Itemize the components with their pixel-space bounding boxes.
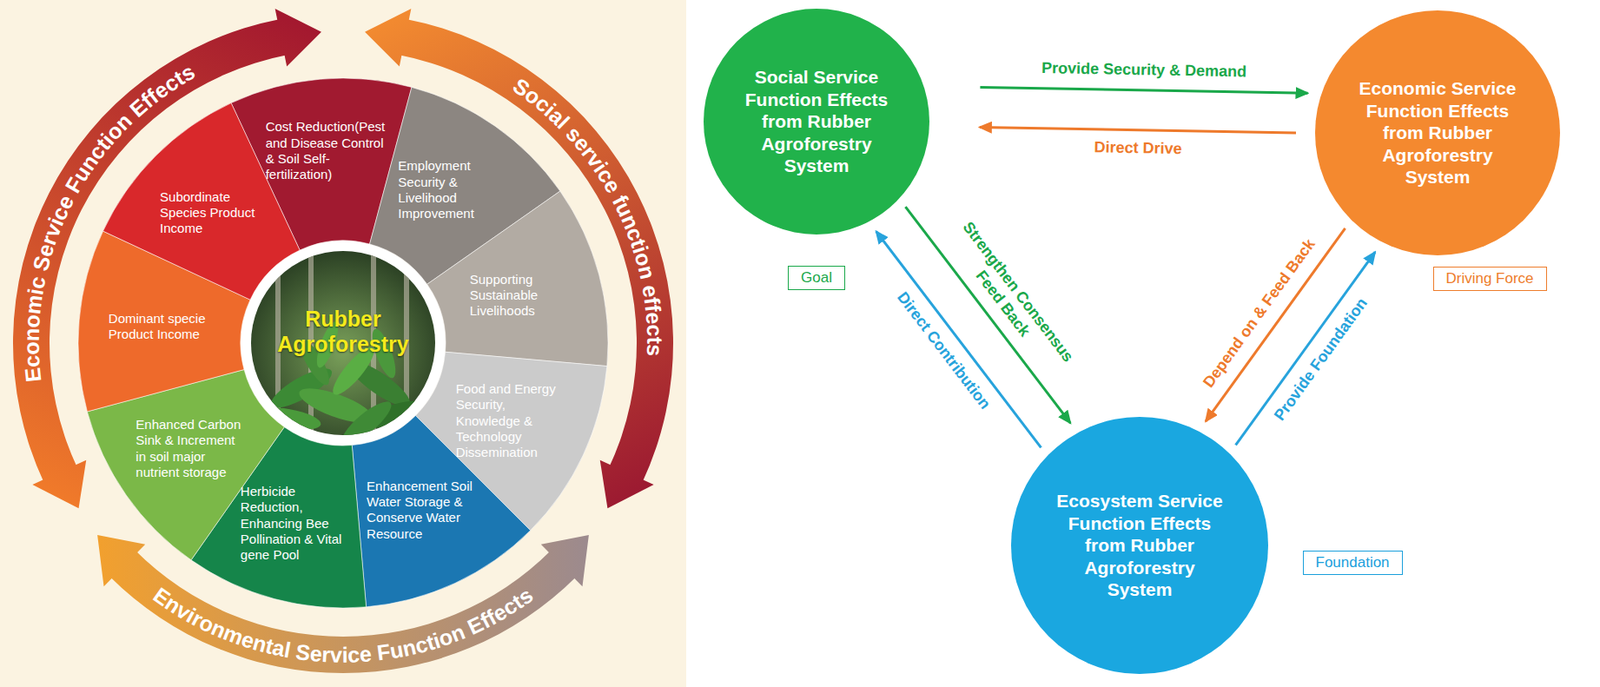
node: Enhancement Soil Water Storage & Conserv… (351, 415, 531, 608)
function-circle (1315, 10, 1561, 256)
segment-text: Subordinate Species Product Income (159, 189, 266, 238)
segment-text: Dominant specie Product Income (108, 310, 212, 344)
connector-arrow (979, 86, 1308, 93)
arrow-head (275, 8, 322, 67)
arrow-head (97, 535, 146, 587)
segment-text: Enhanced Carbon Sink & Increment in soil… (135, 416, 249, 481)
role-tag: Driving Force (1433, 266, 1548, 291)
edge-label: Direct Drive (1093, 138, 1182, 159)
pie-segment (427, 191, 609, 367)
node: Rubber Agroforestry (240, 240, 446, 446)
connector-arrow (979, 126, 1296, 133)
node: Economic Service Function Effects from R… (1315, 10, 1561, 256)
segment-text: Supporting Sustainable Livelihoods (469, 271, 573, 320)
circle-title: Ecosystem Service Function Effects from … (1054, 489, 1225, 602)
segment-text: Enhancement Soil Water Storage & Conserv… (366, 478, 476, 543)
connector-arrow (876, 231, 1042, 448)
node: Social Service Function Effects from Rub… (703, 8, 930, 235)
edge-label: Direct Contribution (892, 288, 995, 414)
edge-label: Provide Security & Demand (1041, 59, 1247, 82)
connector-arrow (1205, 228, 1346, 422)
segment-text: Cost Reduction(Pest and Disease Control … (265, 119, 388, 183)
arrow-head (600, 460, 655, 509)
arrow-head (32, 460, 86, 509)
panel-background (0, 0, 687, 687)
role-tag: Foundation (1302, 550, 1403, 576)
segment-text: Employment Security & Livelihood Improve… (397, 158, 503, 222)
connector-arrow (1236, 251, 1376, 445)
role-tag: Goal (787, 265, 846, 291)
circle-title: Social Service Function Effects from Rub… (729, 66, 904, 178)
edge-label: Provide Foundation (1269, 294, 1371, 425)
pie-segment (351, 415, 530, 607)
segment-text: Herbicide Reduction, Enhancing Bee Polli… (240, 483, 350, 563)
pie-segment (103, 103, 301, 301)
function-circle (1011, 416, 1269, 675)
node: Ecosystem Service Function Effects from … (1011, 416, 1269, 675)
function-circle (703, 8, 930, 235)
white-ring (240, 240, 446, 446)
arrow-head (364, 8, 411, 67)
segment-text: Food and Energy Security, Knowledge & Te… (456, 381, 565, 461)
photo-plants (254, 240, 434, 451)
arrow-head (541, 535, 589, 587)
circle-title: Economic Service Function Effects from R… (1352, 77, 1523, 189)
center-title: Rubber Agroforestry (256, 306, 430, 358)
